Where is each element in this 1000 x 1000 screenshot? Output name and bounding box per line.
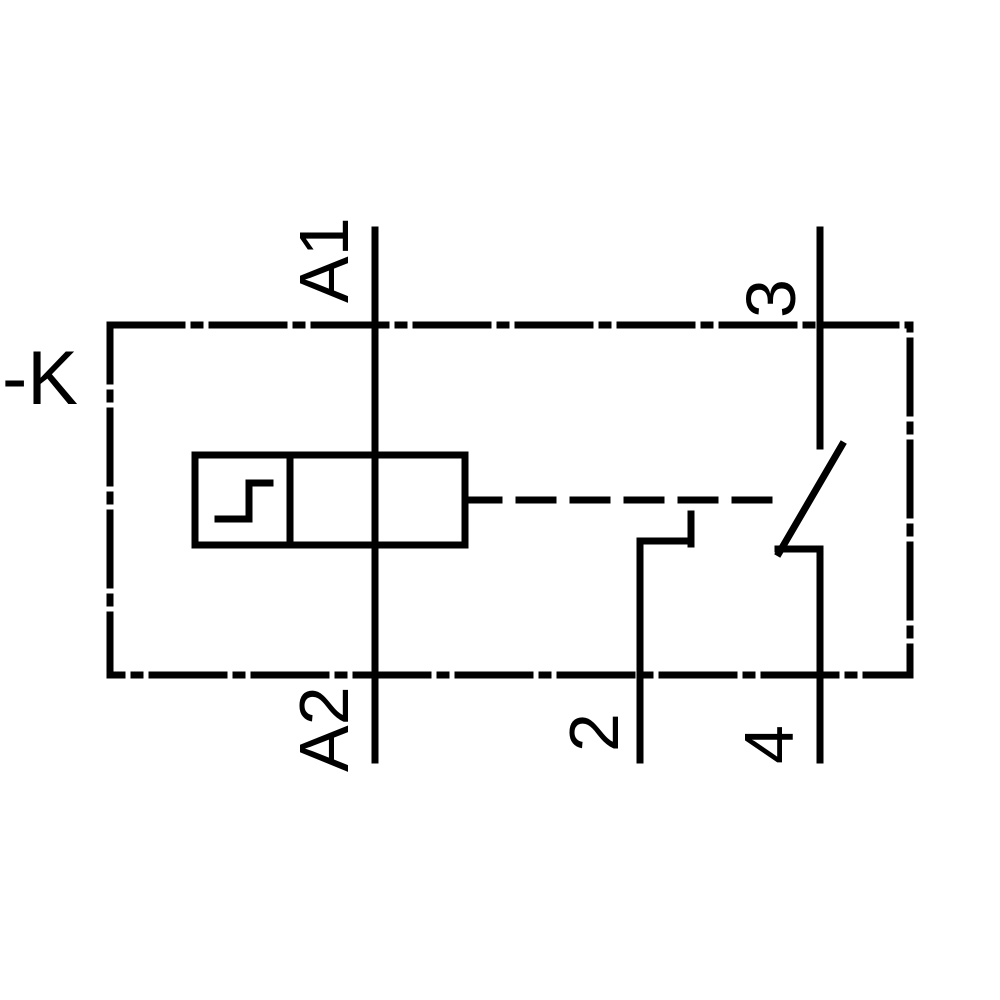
terminal-a1-label: A1 — [285, 217, 363, 303]
enclosure-boundary-icon — [106, 321, 914, 679]
relay-coil-icon — [191, 451, 469, 549]
impulse-step-icon — [214, 479, 274, 523]
terminal-3-label: 3 — [732, 279, 810, 318]
terminal-4-label: 4 — [730, 725, 808, 764]
contact-blade-icon — [774, 440, 847, 558]
terminal-a2-label: A2 — [285, 686, 363, 772]
component-reference-label: -K — [2, 336, 78, 421]
terminal-2-label: 2 — [555, 713, 633, 752]
